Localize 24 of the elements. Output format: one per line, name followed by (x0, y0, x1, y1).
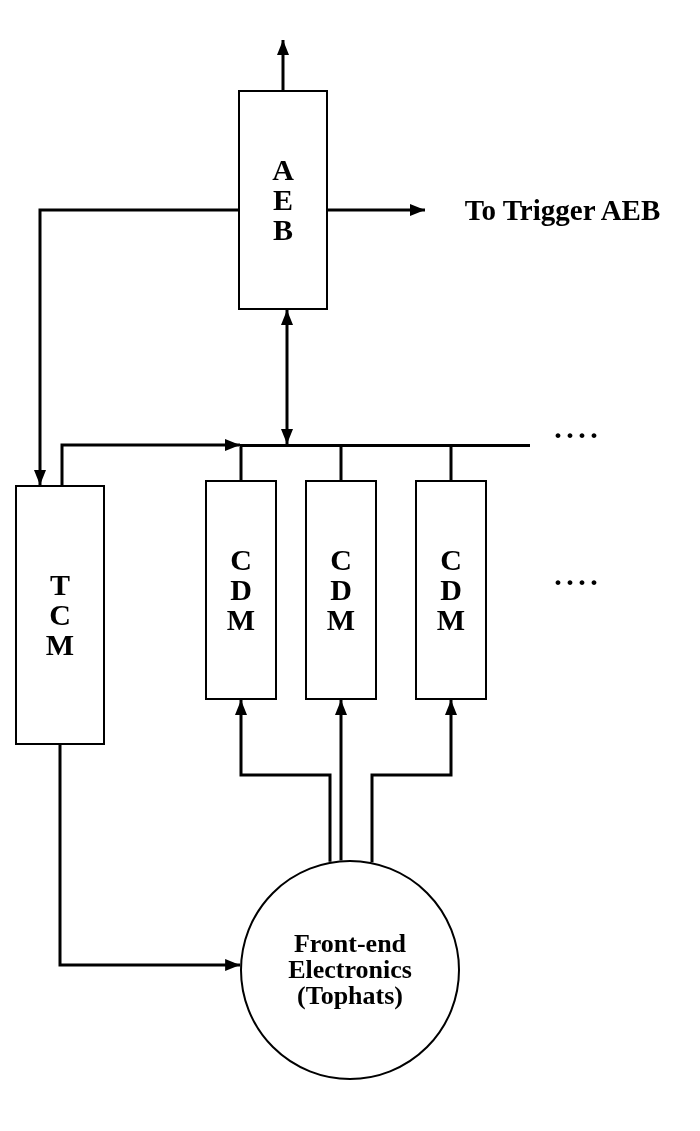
connector-arrow (370, 700, 457, 863)
ellipsis-dots: ···· (553, 565, 602, 599)
module-label: TCM (45, 570, 75, 660)
module-box (15, 485, 105, 745)
module-label: AEB (271, 155, 295, 245)
destination-label: To Trigger AEB (425, 188, 700, 232)
connector-arrow (235, 700, 332, 862)
module-box (305, 480, 377, 700)
module-label: CDM (436, 545, 466, 635)
module-box (238, 90, 328, 310)
module-label: CDM (226, 545, 256, 635)
connector-arrow (34, 208, 238, 485)
connector-arrow (277, 40, 289, 90)
module-label: CDM (326, 545, 356, 635)
electronics-circle: Front-end Electronics (Tophats) (240, 860, 460, 1080)
connector-arrow (60, 439, 240, 485)
bus-line (240, 444, 530, 447)
ellipsis-dots: ···· (553, 418, 602, 452)
connector-arrow (335, 700, 347, 861)
connector-arrow (281, 310, 293, 444)
module-box (415, 480, 487, 700)
connector-arrow (58, 745, 241, 971)
module-box (205, 480, 277, 700)
connector-arrow (328, 204, 425, 216)
